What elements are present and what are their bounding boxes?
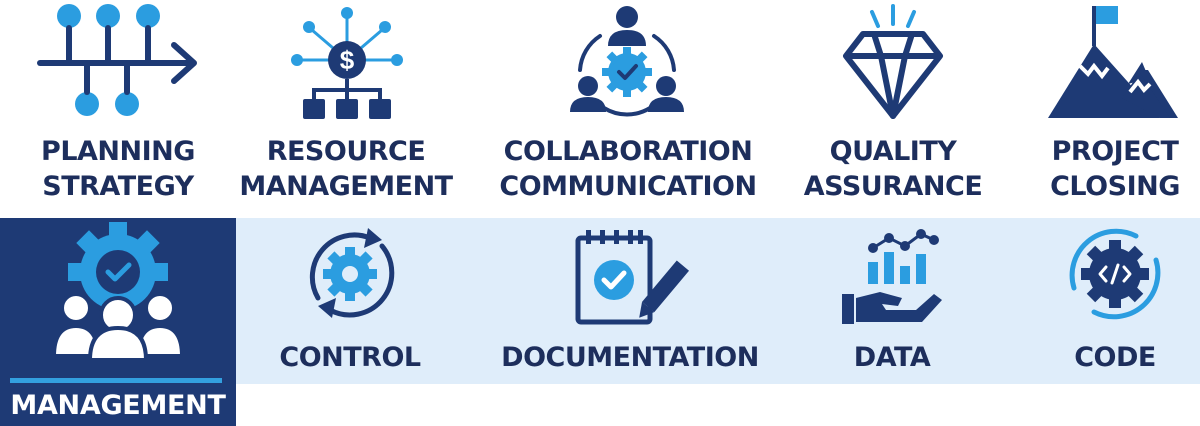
tile-label: QUALITY ASSURANCE: [800, 134, 986, 204]
management-label: MANAGEMENT: [10, 390, 226, 421]
tile-label: CONTROL: [279, 342, 421, 373]
tile-label: CODE: [1074, 342, 1156, 373]
tile-label: PROJECT CLOSING: [1030, 134, 1200, 204]
tile-label-line2: MANAGEMENT: [239, 171, 453, 202]
tile-label-line1: QUALITY: [829, 136, 957, 167]
tile-quality-assurance: QUALITY ASSURANCE: [800, 0, 986, 218]
tile-project-closing: PROJECT CLOSING: [1030, 0, 1200, 218]
diamond-icon: [843, 4, 943, 119]
bottom-band: [236, 218, 1200, 384]
tile-code: CODE: [1040, 218, 1190, 384]
tile-label-line2: ASSURANCE: [803, 171, 983, 202]
tile-label-line1: PLANNING: [41, 136, 195, 167]
gear-cycle-icon: [309, 228, 395, 318]
tile-resource-management: $ RESOURCE MANAGEMENT: [236, 0, 456, 218]
tile-data: DATA: [820, 218, 964, 384]
dollar-network-icon: $: [291, 7, 403, 119]
tile-planning-strategy: PLANNING STRATEGY: [0, 0, 236, 218]
timeline-arrow-icon: [37, 4, 197, 116]
tile-collaboration-communication: COLLABORATION COMMUNICATION: [496, 0, 760, 218]
management-underline: [10, 378, 222, 383]
tile-label-line2: CLOSING: [1050, 171, 1180, 202]
gear-check-team-icon: [51, 222, 185, 362]
tile-label-line1: COLLABORATION: [503, 136, 753, 167]
team-gear-icon: [570, 6, 684, 117]
tile-label-line2: STRATEGY: [42, 171, 194, 202]
tile-label: COLLABORATION COMMUNICATION: [496, 134, 760, 204]
tile-label: PLANNING STRATEGY: [0, 134, 236, 204]
tile-control: CONTROL: [260, 218, 440, 384]
gear-code-icon: [1069, 228, 1161, 320]
notepad-check-pencil-icon: [575, 230, 690, 325]
tile-label: DATA: [853, 342, 931, 373]
tile-label-line1: RESOURCE: [266, 136, 426, 167]
tile-label-line1: PROJECT: [1051, 136, 1179, 167]
svg-text:$: $: [340, 45, 355, 75]
tile-label-line2: COMMUNICATION: [499, 171, 757, 202]
tile-label: RESOURCE MANAGEMENT: [236, 134, 456, 204]
tile-label: DOCUMENTATION: [501, 342, 759, 373]
tile-documentation: DOCUMENTATION: [500, 218, 760, 384]
mountain-flag-icon: [1048, 6, 1178, 118]
hand-chart-icon: [842, 229, 942, 324]
